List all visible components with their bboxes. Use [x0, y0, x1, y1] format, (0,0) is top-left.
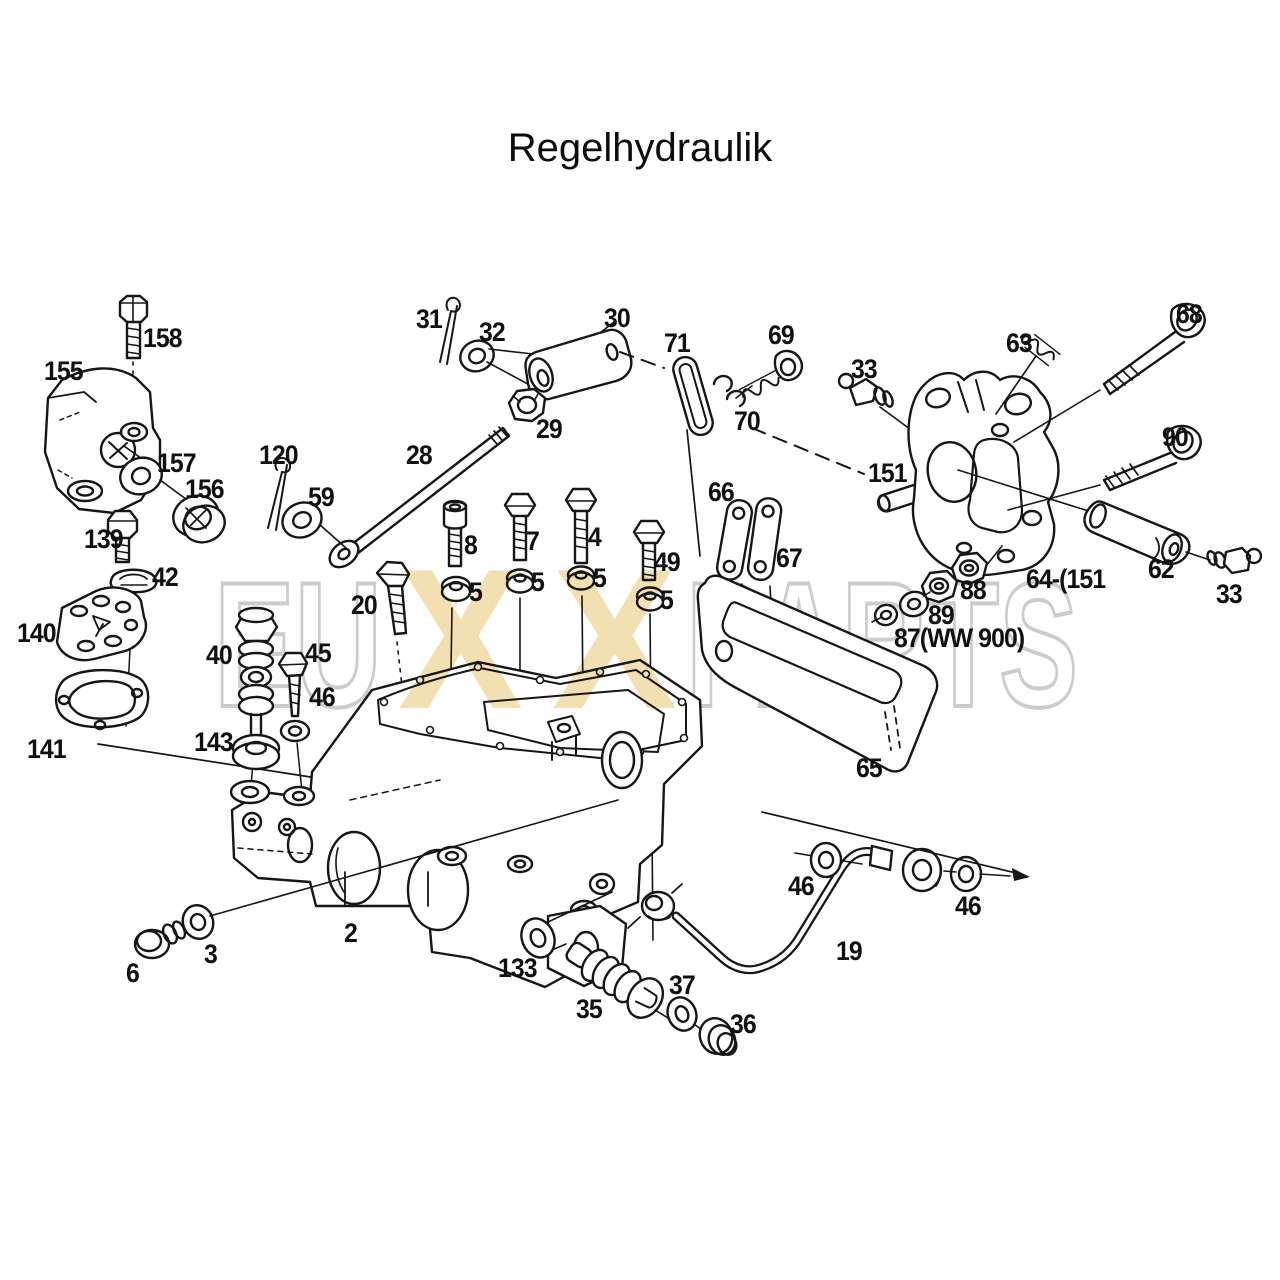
watermark-x2: X — [552, 528, 677, 751]
part-63-spring-pin — [995, 333, 1061, 415]
part-140-plate — [55, 586, 148, 727]
part-157-washer — [119, 445, 191, 503]
part-19-pipe — [671, 844, 894, 975]
part-31-cotter-pin — [439, 296, 461, 365]
part-5-washer-b — [505, 568, 535, 594]
part-64-bracket — [907, 370, 1060, 577]
part-5-washer-a — [440, 575, 472, 603]
part-5-washer-c — [566, 565, 596, 591]
part-141-gasket — [54, 668, 331, 781]
part-36-plug — [698, 1017, 738, 1056]
part-46-washer-right — [943, 855, 983, 893]
part-89-washer — [898, 590, 930, 618]
part-30-cylinder — [488, 321, 633, 401]
watermark-xx-letters: X X — [398, 528, 677, 751]
part-20-bolt — [375, 560, 411, 705]
part-45-bolt — [277, 651, 309, 718]
part-158-bolt — [118, 294, 149, 393]
part-5-washer-d — [635, 586, 665, 612]
part-90-bolt — [1007, 424, 1202, 511]
part-46-washer-left — [794, 841, 863, 879]
part-33-fitting-left — [837, 372, 953, 461]
part-65-lever — [696, 574, 939, 773]
watermark-x1: X — [398, 528, 523, 751]
part-71-link-loop — [672, 355, 714, 557]
part-68-bolt — [1013, 302, 1206, 443]
part-35-spool — [565, 941, 669, 1019]
part-37-washer — [666, 996, 703, 1032]
part-19-banjo-fitting — [627, 883, 683, 929]
part-120-cotter-pin — [267, 456, 292, 531]
part-139-bolt — [106, 509, 139, 564]
part-46-washer-a — [279, 719, 311, 793]
part-156-plug — [172, 494, 226, 544]
part-42-washer — [109, 568, 158, 594]
part-40-valve — [234, 606, 279, 789]
page-title: Regelhydraulik — [507, 126, 773, 170]
part-59-washer — [281, 501, 323, 539]
part-69-spring-cap — [735, 349, 804, 399]
part-143-seat — [231, 733, 281, 771]
part-70-clips — [712, 374, 746, 408]
part-88-nuts — [920, 545, 1003, 604]
pointer-line-46 — [761, 811, 1030, 881]
part-62-cylinder — [957, 469, 1211, 566]
part-19-middle-union — [901, 847, 943, 893]
part-6-plug — [133, 920, 187, 960]
part-29-nut — [507, 387, 547, 423]
part-87-washer — [871, 591, 931, 627]
part-66-link — [715, 499, 754, 581]
part-3-washer — [181, 799, 619, 940]
part-33-fitting-right — [1206, 546, 1263, 575]
part-28-rod — [318, 426, 511, 569]
part-133-washer — [520, 891, 613, 959]
dashed-axes — [619, 351, 865, 475]
